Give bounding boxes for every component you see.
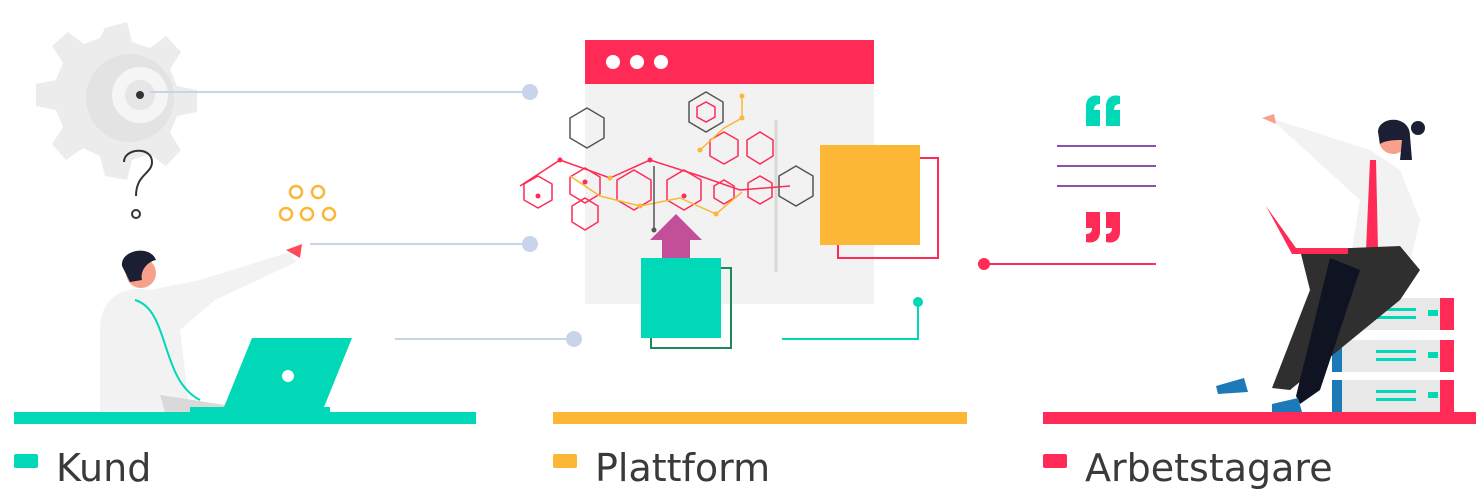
legend-swatch-kund	[14, 454, 38, 468]
legend-label-plattform: Plattform	[595, 446, 771, 490]
quote-icon	[1086, 95, 1120, 243]
connector-dot	[566, 331, 582, 347]
connector-dot	[978, 258, 990, 270]
question-mark-icon	[123, 149, 154, 219]
customer-figure	[100, 244, 302, 412]
worker-figure	[1216, 114, 1425, 412]
plattform-baseline	[553, 412, 967, 424]
connector-dot	[913, 297, 923, 307]
legend-label-arbetstagare: Arbetstagare	[1085, 446, 1333, 490]
quote-lines	[1057, 145, 1156, 187]
connector-dot	[522, 236, 538, 252]
arbetstagare-baseline	[1043, 412, 1476, 424]
plattform-card	[820, 145, 920, 245]
gear-icon	[36, 22, 197, 180]
server-stack-icon	[1332, 298, 1454, 412]
legend-item-kund: Kund	[14, 448, 151, 488]
kund-card	[641, 258, 721, 338]
legend-item-plattform: Plattform	[553, 448, 770, 488]
connector-line	[782, 304, 919, 340]
laptop-icon	[190, 338, 352, 413]
laptop-icon	[1266, 206, 1348, 254]
connector-dot	[522, 84, 538, 100]
molecule-network	[519, 91, 814, 233]
legend-label-kund: Kund	[56, 446, 152, 490]
legend-item-arbetstagare: Arbetstagare	[1043, 448, 1333, 488]
legend-swatch-plattform	[553, 454, 577, 468]
legend-swatch-arbetstagare	[1043, 454, 1067, 468]
dot-cluster-icon	[278, 184, 337, 222]
kund-baseline	[14, 412, 476, 424]
